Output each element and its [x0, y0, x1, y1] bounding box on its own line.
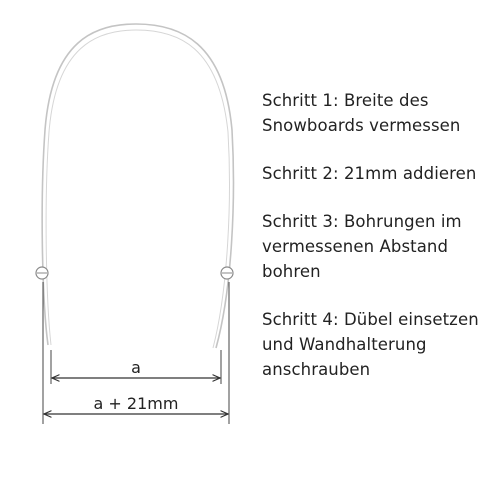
step-4-line-1: Schritt 4: Dübel einsetzen — [262, 310, 479, 329]
step-4: Schritt 4: Dübel einsetzen und Wandhalte… — [262, 307, 498, 382]
step-1-line-2: Snowboards vermessen — [262, 116, 461, 135]
step-2-line-1: Schritt 2: 21mm addieren — [262, 164, 477, 183]
holder-wire-outer — [41, 23, 235, 349]
mount-diagram: a a + 21mm — [35, 23, 235, 424]
step-4-line-3: anschrauben — [262, 360, 371, 379]
step-2: Schritt 2: 21mm addieren — [262, 161, 498, 186]
dimension-label-inner: a — [131, 358, 141, 377]
step-3-line-2: vermessenen Abstand — [262, 237, 449, 256]
instruction-steps: Schritt 1: Breite des Snowboards vermess… — [262, 88, 498, 405]
dimension-label-outer: a + 21mm — [94, 394, 179, 413]
step-1: Schritt 1: Breite des Snowboards vermess… — [262, 88, 498, 138]
step-4-line-2: und Wandhalterung — [262, 335, 427, 354]
step-3-line-1: Schritt 3: Bohrungen im — [262, 212, 462, 231]
right-screw-icon — [220, 266, 234, 280]
holder-wire-inner — [45, 29, 230, 349]
step-3: Schritt 3: Bohrungen im vermessenen Abst… — [262, 209, 498, 284]
step-3-line-3: bohren — [262, 262, 321, 281]
left-screw-icon — [35, 266, 49, 280]
step-1-line-1: Schritt 1: Breite des — [262, 91, 429, 110]
